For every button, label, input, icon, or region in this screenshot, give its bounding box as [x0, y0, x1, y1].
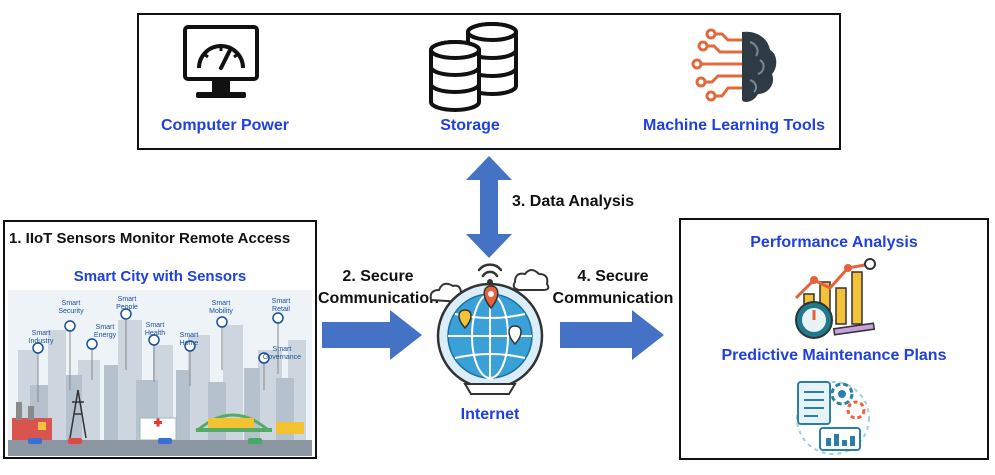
internet-label: Internet [460, 406, 520, 423]
data-analysis-arrow [466, 156, 512, 258]
database-icon [429, 22, 518, 112]
globe-cloud-icon [429, 263, 550, 395]
maintenance-plan-icon [796, 381, 870, 455]
city-label-governance: Smart Governance [262, 346, 302, 361]
analysis-box [679, 218, 989, 460]
brain-circuit-icon [691, 28, 777, 103]
analytics-chart-icon [794, 258, 876, 339]
smart-city-subtitle: Smart City with Sensors [73, 268, 247, 285]
city-label-people: Smart People [116, 296, 138, 311]
smart-city-illustration [8, 290, 312, 456]
secure-comm-4-line1: 4. Secure [577, 268, 649, 285]
gauge-monitor-icon [183, 25, 259, 98]
secure-comm-arrow-2 [322, 310, 422, 360]
computer-power-label: Computer Power [160, 117, 289, 134]
city-label-retail: Smart Retail [271, 298, 291, 313]
iiot-title: 1. IIoT Sensors Monitor Remote Access [9, 230, 291, 247]
performance-analysis-label: Performance Analysis [750, 234, 918, 251]
city-label-health: Smart Health [144, 322, 166, 337]
data-analysis-label: 3. Data Analysis [512, 193, 635, 210]
secure-comm-2-line1: 2. Secure [342, 268, 414, 285]
secure-comm-2-line2: Communication [318, 290, 439, 307]
city-label-industry: Smart Industry [28, 330, 54, 345]
ml-tools-label: Machine Learning Tools [643, 117, 825, 134]
predictive-maintenance-label: Predictive Maintenance Plans [721, 347, 947, 364]
storage-label: Storage [440, 117, 500, 134]
city-label-energy: Smart Energy [93, 324, 117, 339]
city-label-home: Smart Home [179, 332, 199, 347]
secure-comm-4-line2: Communication [552, 290, 674, 307]
city-label-security: Smart Security [58, 300, 84, 315]
city-label-mobility: Smart Mobility [209, 300, 233, 315]
secure-comm-arrow-4 [560, 310, 664, 360]
